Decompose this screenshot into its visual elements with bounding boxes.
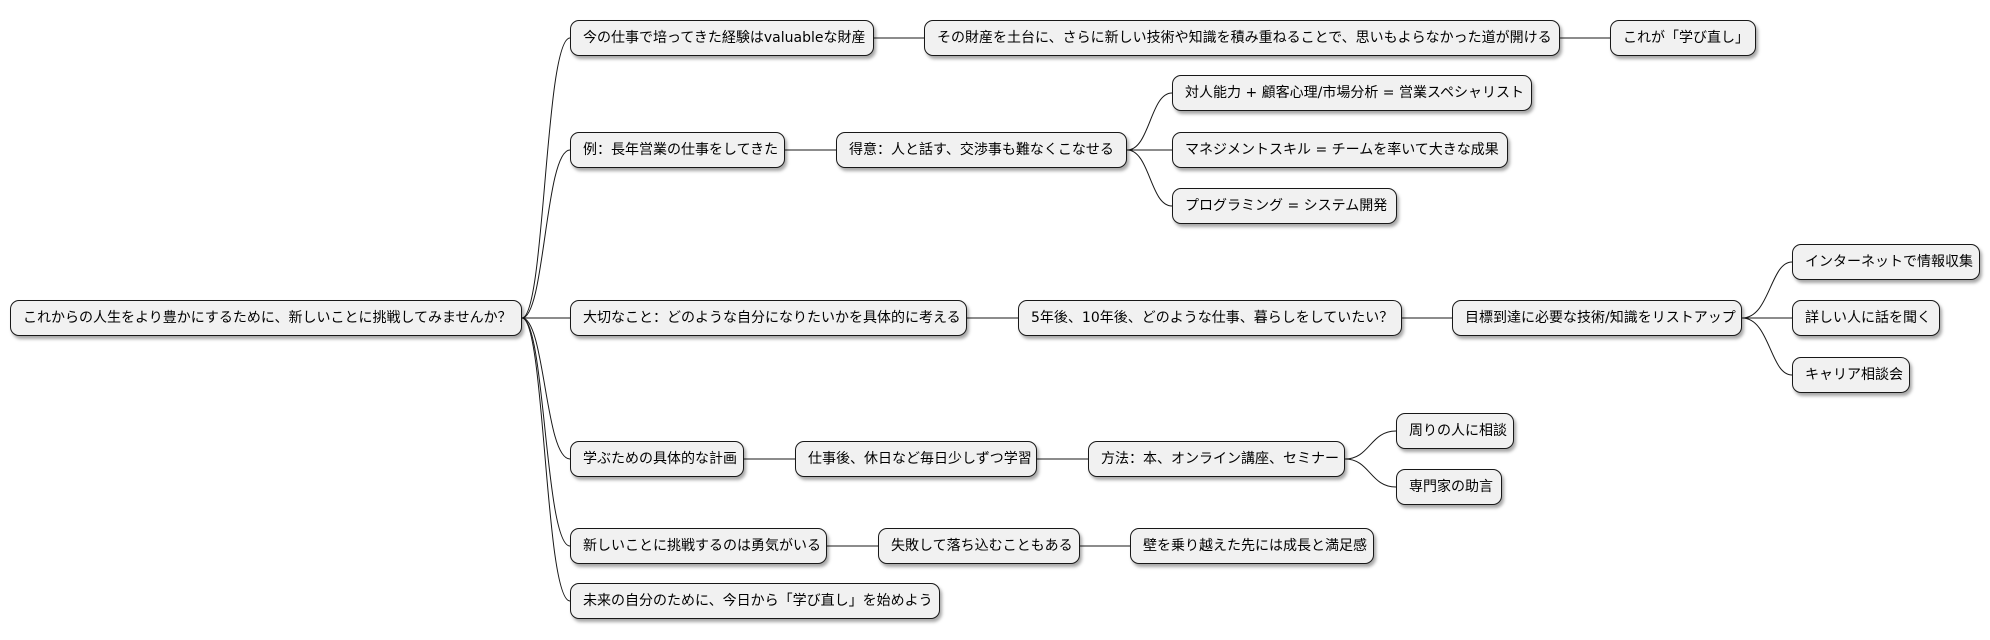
node-b5: 新しいことに挑戦するのは勇気がいる <box>570 528 827 564</box>
edge-root-b5 <box>521 317 571 547</box>
edge-b4_1_1-b4_1_1_2 <box>1344 458 1397 488</box>
edge-b4_1_1-b4_1_1_1 <box>1344 430 1397 460</box>
edge-b2_1-b2_1_1 <box>1126 92 1173 151</box>
node-b5_1_1: 壁を乗り越えた先には成長と満足感 <box>1130 528 1374 564</box>
edge-root-b1 <box>521 37 571 319</box>
edge-root-b2 <box>521 149 571 319</box>
node-b1_1_1: これが「学び直し」 <box>1610 20 1756 56</box>
node-b2_1_2: マネジメントスキル = チームを率いて大きな成果 <box>1172 132 1508 168</box>
node-b2_1_1: 対人能力 + 顧客心理/市場分析 = 営業スペシャリスト <box>1172 75 1532 111</box>
node-b3_1_1_2: 詳しい人に話を聞く <box>1792 300 1940 336</box>
edge-root-b6 <box>521 317 571 602</box>
node-b6: 未来の自分のために、今日から「学び直し」を始めよう <box>570 583 940 619</box>
node-b3: 大切なこと：どのような自分になりたいかを具体的に考える <box>570 300 967 336</box>
node-b4_1_1_2: 専門家の助言 <box>1396 469 1502 505</box>
node-b3_1_1_1: インターネットで情報収集 <box>1792 244 1980 280</box>
edge-b3_1_1-b3_1_1_1 <box>1741 261 1793 319</box>
node-b2_1_3: プログラミング = システム開発 <box>1172 188 1397 224</box>
node-b2_1: 得意：人と話す、交渉事も難なくこなせる <box>836 132 1127 168</box>
node-b4_1_1: 方法：本、オンライン講座、セミナー <box>1088 441 1345 477</box>
root-node: これからの人生をより豊かにするために、新しいことに挑戦してみませんか？ <box>10 300 522 336</box>
node-b1_1: その財産を土台に、さらに新しい技術や知識を積み重ねることで、思いもよらなかった道… <box>924 20 1560 56</box>
node-b4: 学ぶための具体的な計画 <box>570 441 744 477</box>
node-b3_1_1_3: キャリア相談会 <box>1792 357 1910 393</box>
node-b2: 例：長年営業の仕事をしてきた <box>570 132 785 168</box>
node-b5_1: 失敗して落ち込むこともある <box>878 528 1080 564</box>
node-b3_1_1: 目標到達に必要な技術/知識をリストアップ <box>1452 300 1742 336</box>
node-b1: 今の仕事で培ってきた経験はvaluableな財産 <box>570 20 874 56</box>
node-b3_1: 5年後、10年後、どのような仕事、暮らしをしていたい？ <box>1018 300 1402 336</box>
edge-b3_1_1-b3_1_1_3 <box>1741 317 1793 376</box>
edge-root-b4 <box>521 317 571 460</box>
edge-b2_1-b2_1_3 <box>1126 149 1173 207</box>
node-b4_1_1_1: 周りの人に相談 <box>1396 413 1514 449</box>
node-b4_1: 仕事後、休日など毎日少しずつ学習 <box>795 441 1037 477</box>
